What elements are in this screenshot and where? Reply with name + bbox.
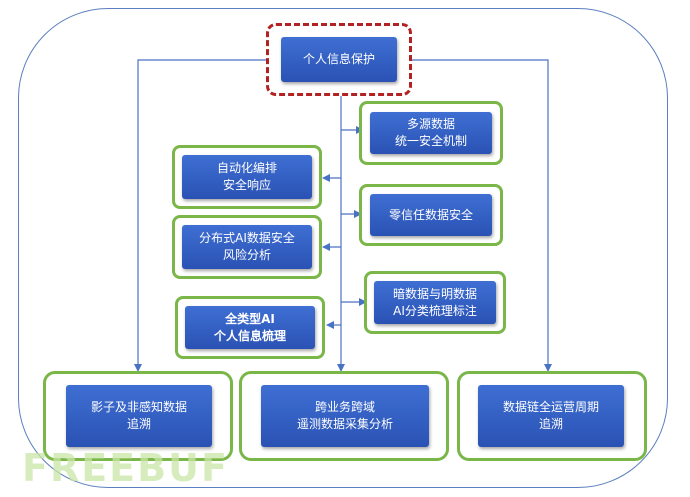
right-node-3-line-1: 暗数据与明数据	[392, 286, 477, 301]
right-node-2: 零信任数据安全	[370, 194, 492, 236]
right-node-3-line-2: AI分类梳理标注	[393, 303, 477, 318]
left-node-1: 自动化编排 安全响应	[182, 155, 312, 199]
connector-left	[134, 59, 268, 372]
watermark-logo: FREEBUF	[22, 446, 229, 490]
left-node-2-line-2: 风险分析	[222, 248, 271, 262]
left-node-1-line-1: 自动化编排	[216, 161, 277, 175]
right-node-1-line-2: 统一安全机制	[394, 134, 467, 148]
bottom-node-3-line-2: 追溯	[538, 417, 563, 431]
bottom-node-1: 影子及非感知数据 追溯	[66, 385, 212, 447]
bottom-node-3: 数据链全运营周期 追溯	[478, 385, 624, 447]
right-node-1: 多源数据 统一安全机制	[370, 112, 492, 154]
right-node-1-line-1: 多源数据	[406, 117, 455, 131]
left-node-3-line-1: 全类型AI	[225, 311, 275, 326]
root-node: 个人信息保护	[281, 37, 397, 82]
left-node-2-line-1: 分布式AI数据安全	[199, 231, 295, 245]
bottom-node-1-line-2: 追溯	[126, 417, 151, 431]
outer-frame	[18, 8, 668, 488]
root-node-label: 个人信息保护	[302, 52, 375, 66]
left-node-3: 全类型AI 个人信息梳理	[185, 306, 315, 349]
bottom-node-2-line-1: 跨业务跨域	[314, 400, 375, 414]
left-node-1-line-2: 安全响应	[222, 178, 271, 192]
right-node-3: 暗数据与明数据 AI分类梳理标注	[374, 281, 496, 324]
bottom-node-1-line-1: 影子及非感知数据	[90, 400, 187, 414]
left-node-3-line-2: 个人信息梳理	[213, 328, 286, 343]
right-node-2-line-1: 零信任数据安全	[388, 207, 473, 222]
bottom-node-2: 跨业务跨域 遥测数据采集分析	[261, 385, 429, 447]
bottom-node-2-line-2: 遥测数据采集分析	[296, 417, 393, 431]
left-node-2: 分布式AI数据安全 风险分析	[182, 225, 312, 269]
connector-right	[410, 59, 552, 372]
bottom-node-3-line-1: 数据链全运营周期	[502, 400, 599, 414]
